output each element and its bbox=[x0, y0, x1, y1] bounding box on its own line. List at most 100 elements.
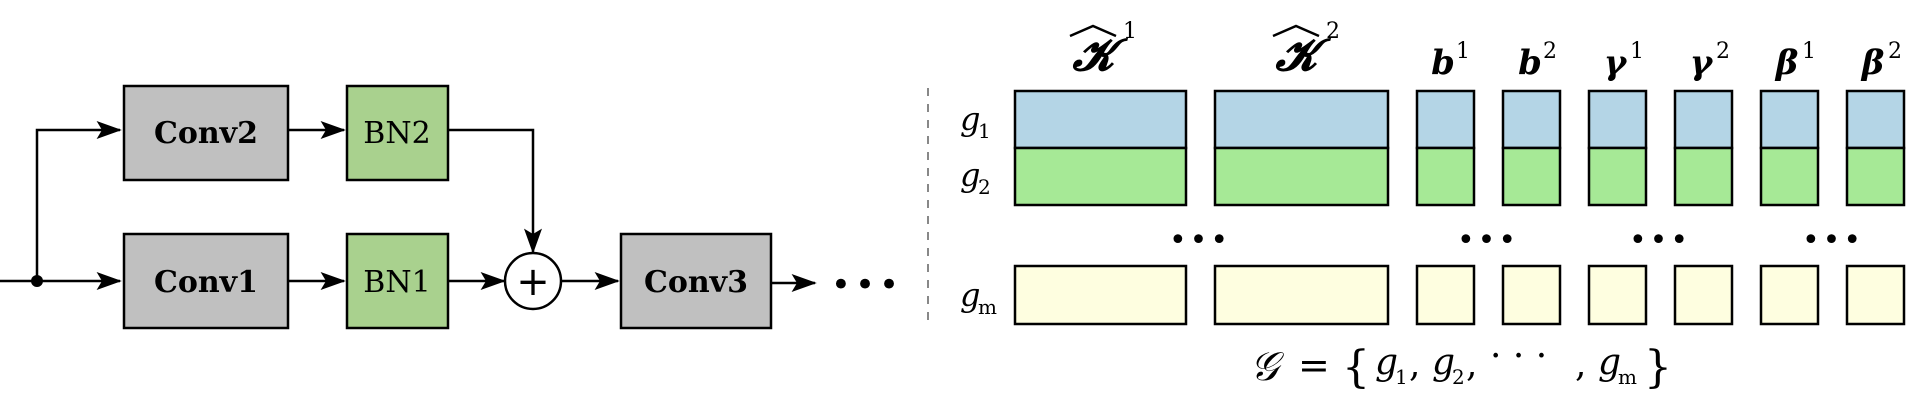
header-k2-sup: 2 bbox=[1326, 19, 1340, 44]
header-k2-symbol: 𝓚 bbox=[1275, 30, 1332, 81]
header-k1: 𝓚 1 bbox=[1069, 19, 1137, 81]
cell-g1-gamma1 bbox=[1587, 89, 1648, 150]
header-beta2-sup: 2 bbox=[1888, 39, 1902, 64]
formula-lhs: 𝒢 bbox=[1250, 344, 1285, 390]
row-label-gm-sub: m bbox=[978, 295, 997, 319]
cell-g1-b1 bbox=[1415, 89, 1476, 150]
header-gamma2: γ 2 bbox=[1690, 39, 1730, 83]
header-beta2: β 2 bbox=[1860, 39, 1902, 83]
group-ellipses: ••• ••• ••• ••• bbox=[1169, 223, 1864, 258]
formula-g1: g bbox=[1375, 342, 1398, 383]
formula-open: { bbox=[1342, 342, 1370, 393]
conv3-label: Conv3 bbox=[644, 265, 748, 300]
cell-g1-k1 bbox=[1013, 89, 1188, 150]
cell-gm-gamma1 bbox=[1587, 264, 1648, 326]
conv2-box bbox=[122, 84, 290, 182]
cell-g2-gamma2 bbox=[1673, 146, 1734, 207]
parameter-groups: 𝓚 1 𝓚 2 b 1 b 2 γ 1 γ 2 β 1 β bbox=[960, 19, 1906, 393]
header-gamma1-sup: 1 bbox=[1630, 39, 1644, 64]
cell-gm-k2 bbox=[1213, 264, 1390, 326]
add-symbol: + bbox=[516, 259, 550, 305]
row-label-gm: g m bbox=[960, 276, 997, 319]
ellipsis-beta: ••• bbox=[1802, 223, 1864, 258]
row-label-gm-symbol: g bbox=[960, 276, 980, 314]
cell-gm-b1 bbox=[1415, 264, 1476, 326]
group-row-2 bbox=[1013, 146, 1906, 207]
ellipsis-k: ••• bbox=[1169, 223, 1231, 258]
formula-comma2: , bbox=[1466, 344, 1477, 385]
formula-eq: = bbox=[1298, 343, 1330, 387]
conv1-label: Conv1 bbox=[154, 265, 258, 300]
formula-gm-sub: m bbox=[1618, 365, 1637, 389]
header-b1-symbol: b bbox=[1431, 43, 1455, 83]
conv3-box bbox=[619, 232, 773, 330]
cell-g1-k2 bbox=[1213, 89, 1390, 150]
header-gamma1-symbol: γ bbox=[1604, 43, 1628, 83]
group-row-m bbox=[1013, 264, 1906, 326]
cell-g2-k1 bbox=[1013, 146, 1188, 207]
header-b1: b 1 bbox=[1431, 39, 1470, 83]
group-row-1 bbox=[1013, 89, 1906, 150]
cell-g2-b1 bbox=[1415, 146, 1476, 207]
ellipsis-gamma: ••• bbox=[1629, 223, 1691, 258]
header-beta1-symbol: β bbox=[1774, 43, 1799, 83]
header-k1-sup: 1 bbox=[1123, 19, 1137, 44]
formula-gm: g bbox=[1598, 342, 1621, 383]
cell-gm-k1 bbox=[1013, 264, 1188, 326]
header-beta1: β 1 bbox=[1774, 39, 1816, 83]
cell-g1-gamma2 bbox=[1673, 89, 1734, 150]
cell-g1-beta2 bbox=[1845, 89, 1906, 150]
cell-g2-beta1 bbox=[1759, 146, 1820, 207]
header-b2-symbol: b bbox=[1518, 43, 1542, 83]
header-gamma2-symbol: γ bbox=[1690, 43, 1714, 83]
conv2-label: Conv2 bbox=[154, 116, 258, 151]
network-diagram: Conv2 BN2 Conv1 BN1 + Conv3 ••• bbox=[0, 84, 903, 330]
header-b2: b 2 bbox=[1518, 39, 1557, 83]
formula-comma3: , bbox=[1575, 344, 1586, 385]
cell-gm-beta1 bbox=[1759, 264, 1820, 326]
header-gamma2-sup: 2 bbox=[1716, 39, 1730, 64]
row-label-g2-sub: 2 bbox=[978, 175, 991, 199]
header-gamma1: γ 1 bbox=[1604, 39, 1644, 83]
group-set-formula: 𝒢 = { g 1 , g 2 , · · · , g m } bbox=[1250, 336, 1672, 393]
network-ellipsis: ••• bbox=[831, 265, 903, 305]
cell-gm-gamma2 bbox=[1673, 264, 1734, 326]
formula-g2-sub: 2 bbox=[1452, 365, 1465, 389]
ellipsis-b: ••• bbox=[1457, 223, 1519, 258]
cell-g2-k2 bbox=[1213, 146, 1390, 207]
row-label-g1-symbol: g bbox=[960, 100, 980, 138]
bn1-box bbox=[345, 232, 450, 330]
cell-g1-b2 bbox=[1501, 89, 1562, 150]
cell-g2-beta2 bbox=[1845, 146, 1906, 207]
bn2-box bbox=[345, 84, 450, 182]
cell-gm-b2 bbox=[1501, 264, 1562, 326]
header-k2-hat bbox=[1272, 24, 1320, 38]
formula-g1-sub: 1 bbox=[1395, 365, 1408, 389]
formula-cdots: · · · bbox=[1490, 336, 1547, 377]
cell-gm-beta2 bbox=[1845, 264, 1906, 326]
bn2-label: BN2 bbox=[363, 116, 430, 151]
row-label-g2-symbol: g bbox=[960, 156, 980, 194]
row-label-g1: g 1 bbox=[960, 100, 991, 143]
row-label-g1-sub: 1 bbox=[978, 119, 991, 143]
formula-comma1: , bbox=[1409, 344, 1420, 385]
header-k1-symbol: 𝓚 bbox=[1072, 30, 1129, 81]
header-b2-sup: 2 bbox=[1543, 39, 1557, 64]
formula-g2: g bbox=[1432, 342, 1455, 383]
bn1-label: BN1 bbox=[363, 265, 430, 300]
cell-g1-beta1 bbox=[1759, 89, 1820, 150]
header-beta1-sup: 1 bbox=[1802, 39, 1816, 64]
formula-close: } bbox=[1644, 342, 1672, 393]
header-k1-hat bbox=[1069, 24, 1117, 38]
header-b1-sup: 1 bbox=[1456, 39, 1470, 64]
header-k2: 𝓚 2 bbox=[1272, 19, 1340, 81]
conv1-box bbox=[122, 232, 290, 330]
branch-line bbox=[35, 121, 122, 281]
bn2-to-add-arrow bbox=[448, 128, 542, 254]
cell-g2-gamma1 bbox=[1587, 146, 1648, 207]
header-beta2-symbol: β bbox=[1860, 43, 1885, 83]
row-label-g2: g 2 bbox=[960, 156, 991, 199]
cell-g2-b2 bbox=[1501, 146, 1562, 207]
